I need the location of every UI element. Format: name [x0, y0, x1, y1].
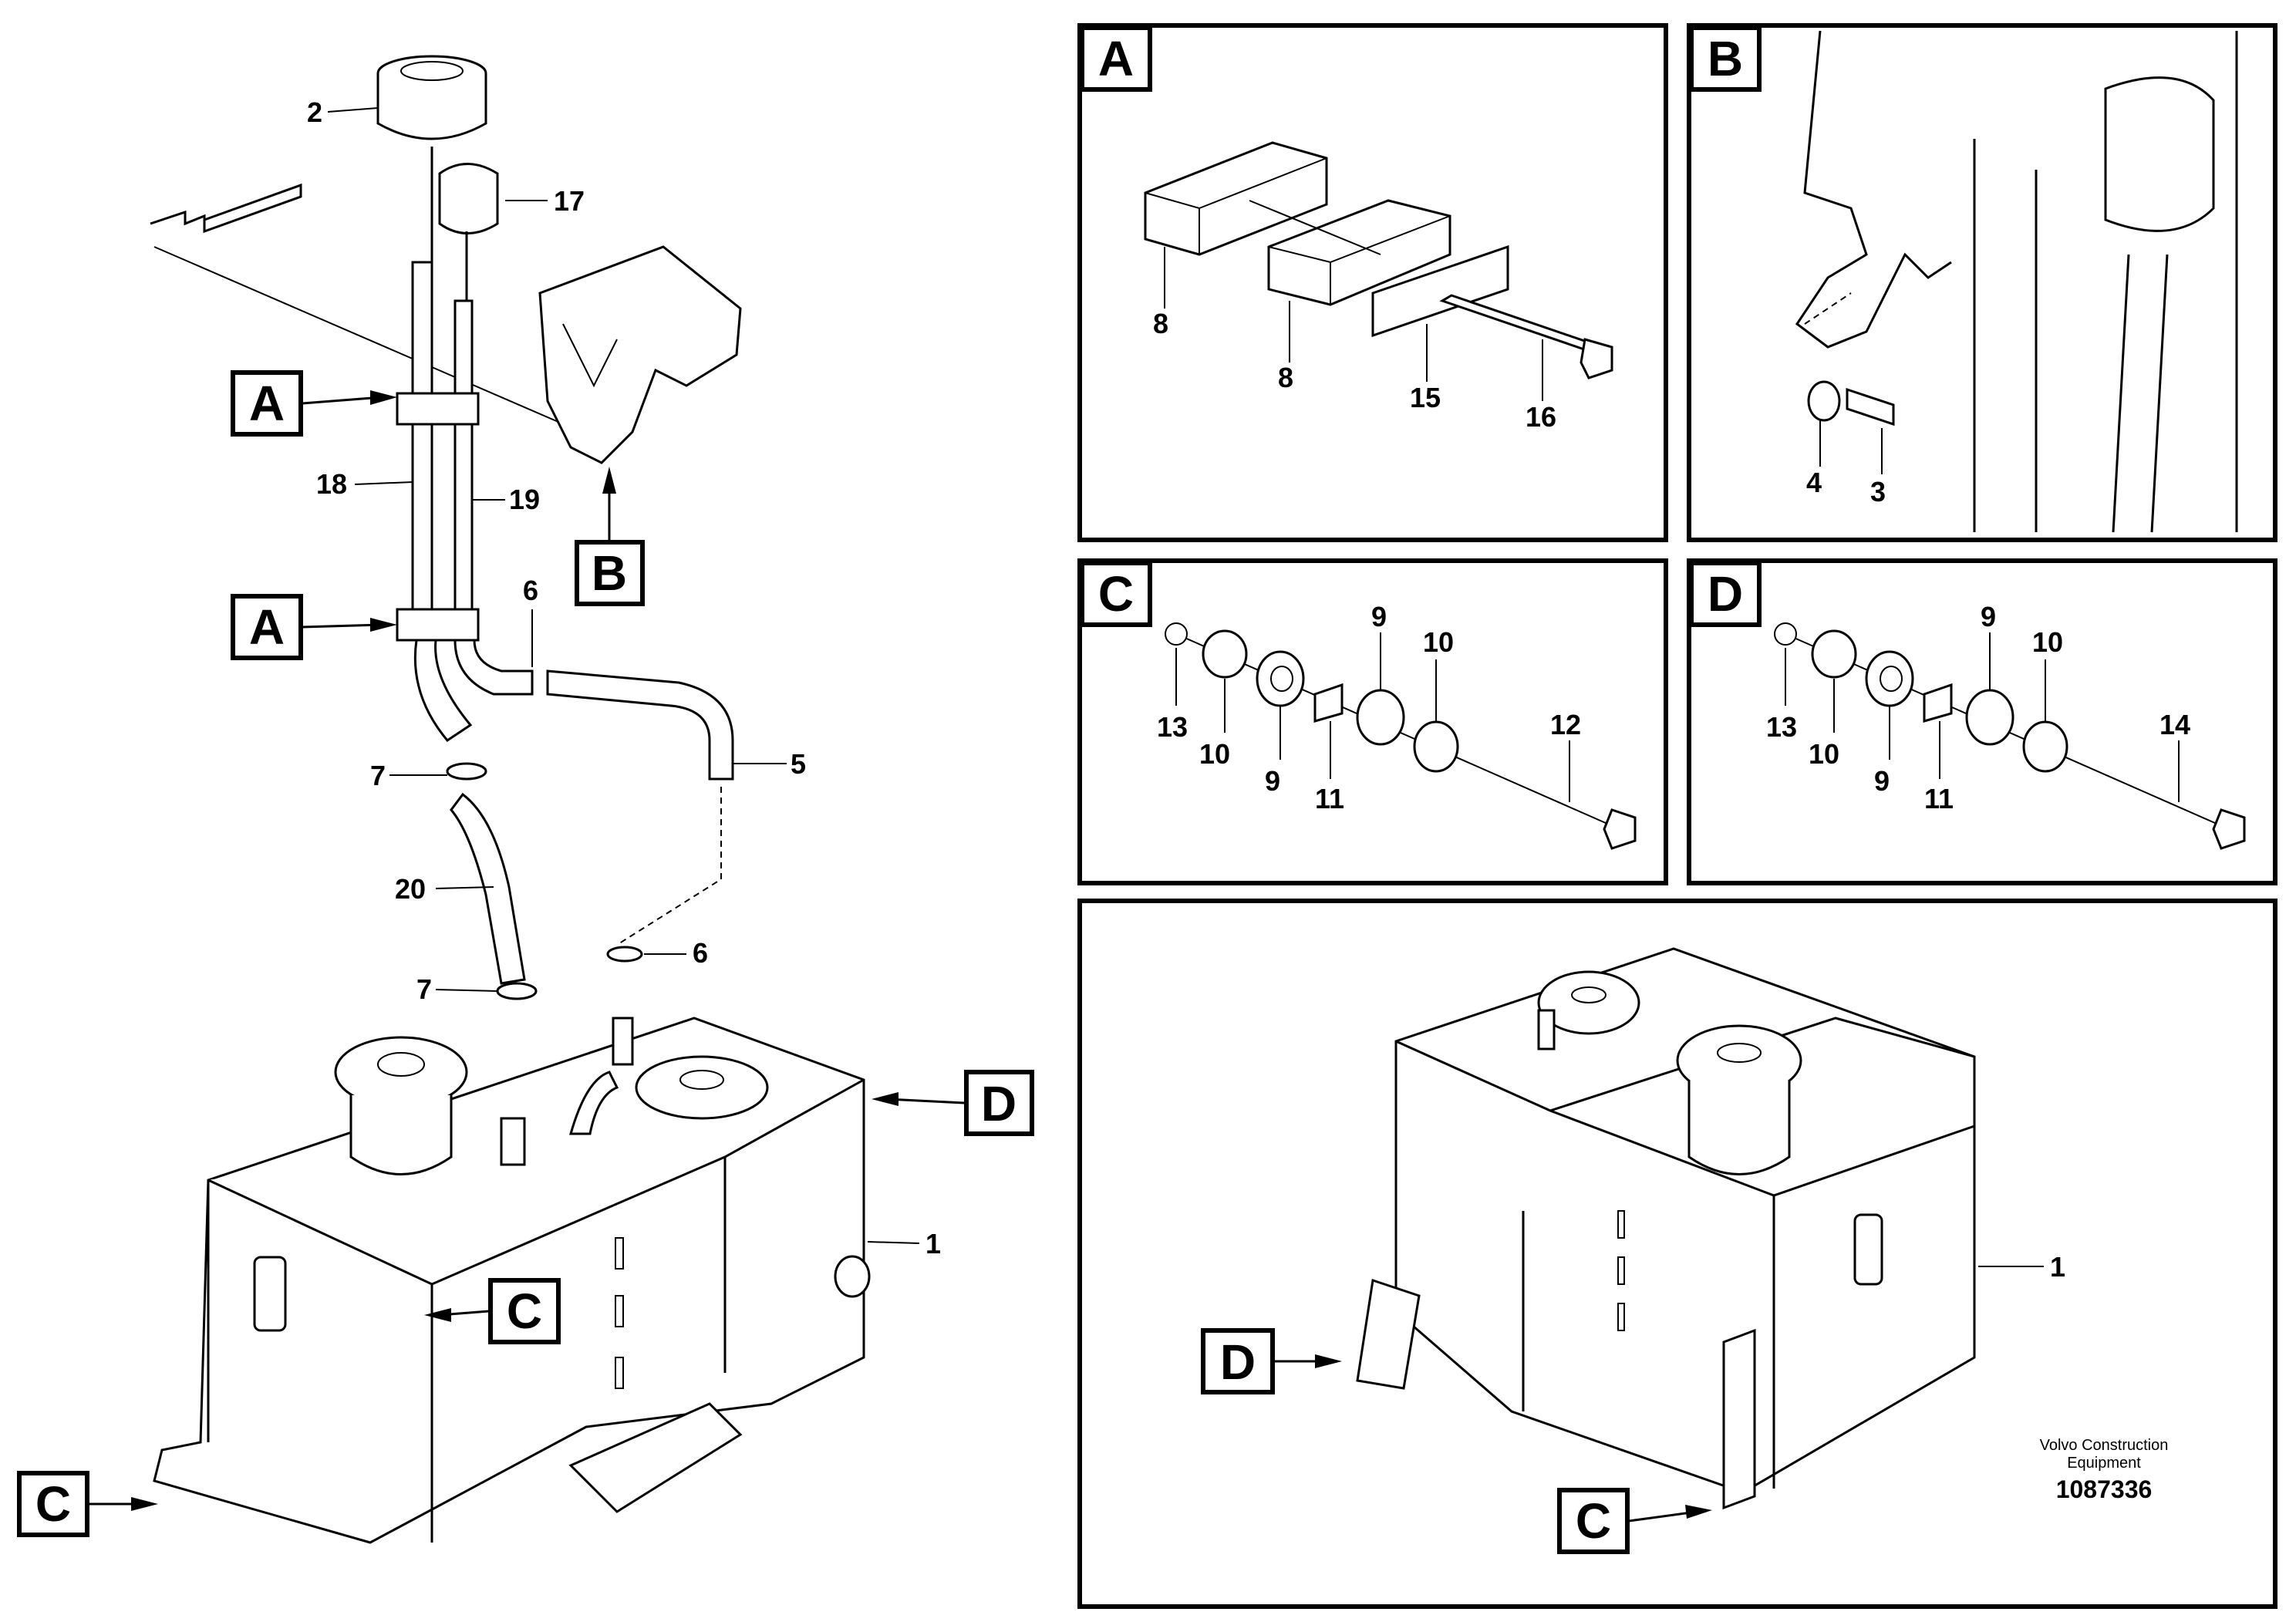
detail-panel-tank-view [1077, 899, 2277, 1609]
part-17-label: 17 [554, 185, 585, 217]
credit-line-2: Equipment [2067, 1455, 2141, 1472]
part-14-label: 14 [2159, 709, 2190, 740]
part-19-label: 19 [509, 484, 540, 515]
part-13-c-label: 13 [1157, 711, 1188, 743]
part-10-d-left-label: 10 [1809, 738, 1839, 770]
part-10-c-right-label: 10 [1423, 626, 1454, 658]
part-9-c-right-label: 9 [1371, 601, 1387, 632]
callout-C-view-label: C [1576, 1493, 1611, 1549]
part-10-d-right-label: 10 [2032, 626, 2063, 658]
callout-D-view-label: D [1220, 1334, 1256, 1390]
part-9-d-left-label: 9 [1874, 765, 1890, 797]
part-7-lower-label: 7 [416, 973, 432, 1005]
detail-panel-C: C 13 10 9 11 9 10 12 [1077, 558, 1668, 885]
callout-D-main: D [872, 1070, 1034, 1136]
part-5-label: 5 [791, 748, 806, 780]
detail-panel-B: B 4 3 [1687, 23, 2277, 542]
callout-C-main-mid: C [424, 1278, 561, 1344]
credit-line-1: Volvo Construction [2040, 1437, 2169, 1454]
detail-A-title: A [1098, 31, 1134, 86]
part-16-label: 16 [1526, 401, 1556, 433]
part-10-c-left-label: 10 [1199, 738, 1230, 770]
detail-panel-A: A 8 8 15 16 [1077, 23, 1668, 542]
callout-D-view: D [1201, 1328, 1342, 1394]
part-2-label: 2 [307, 96, 322, 128]
part-20-label: 20 [395, 873, 426, 905]
part-6-lower-label: 6 [693, 937, 708, 969]
part-13-d-label: 13 [1766, 711, 1797, 743]
detail-B-title: B [1708, 31, 1743, 86]
callout-C-view: C [1557, 1488, 1712, 1554]
part-4-label: 4 [1806, 467, 1822, 498]
part-1-main-label: 1 [925, 1228, 941, 1259]
part-7-upper-label: 7 [370, 760, 386, 791]
part-8-b-label: 8 [1278, 362, 1293, 393]
part-15-label: 15 [1410, 382, 1441, 413]
callout-D-main-label: D [981, 1076, 1017, 1131]
callout-C-main-left-label: C [35, 1476, 71, 1532]
callout-A-upper: A [231, 370, 397, 437]
callout-C-main-mid-label: C [507, 1283, 542, 1339]
callout-B-main: B [575, 467, 645, 606]
volvo-credit: Volvo Construction Equipment 1087336 [2040, 1437, 2169, 1503]
part-11-c-label: 11 [1315, 783, 1344, 814]
part-9-d-right-label: 9 [1981, 601, 1996, 632]
callout-A-upper-label: A [249, 376, 285, 431]
detail-C-title: C [1098, 566, 1134, 622]
drawing-number: 1087336 [2056, 1475, 2153, 1503]
part-12-label: 12 [1550, 709, 1581, 740]
part-8-a-label: 8 [1153, 308, 1168, 339]
callout-B-main-label: B [592, 545, 627, 601]
part-3-label: 3 [1870, 476, 1886, 508]
part-1-view-label: 1 [2050, 1251, 2065, 1283]
callout-A-lower: A [231, 594, 397, 660]
part-11-d-label: 11 [1924, 783, 1954, 814]
part-9-c-left-label: 9 [1265, 765, 1280, 797]
detail-D-title: D [1708, 566, 1743, 622]
part-6-upper-label: 6 [523, 575, 538, 606]
part-18-label: 18 [316, 468, 347, 500]
detail-panel-D: D 13 10 9 11 9 10 14 [1687, 558, 2277, 885]
callout-A-lower-label: A [249, 599, 285, 655]
main-part-numbers: 2 17 18 19 6 5 7 20 7 6 1 [307, 96, 941, 1259]
callout-C-main-left: C [17, 1471, 158, 1537]
